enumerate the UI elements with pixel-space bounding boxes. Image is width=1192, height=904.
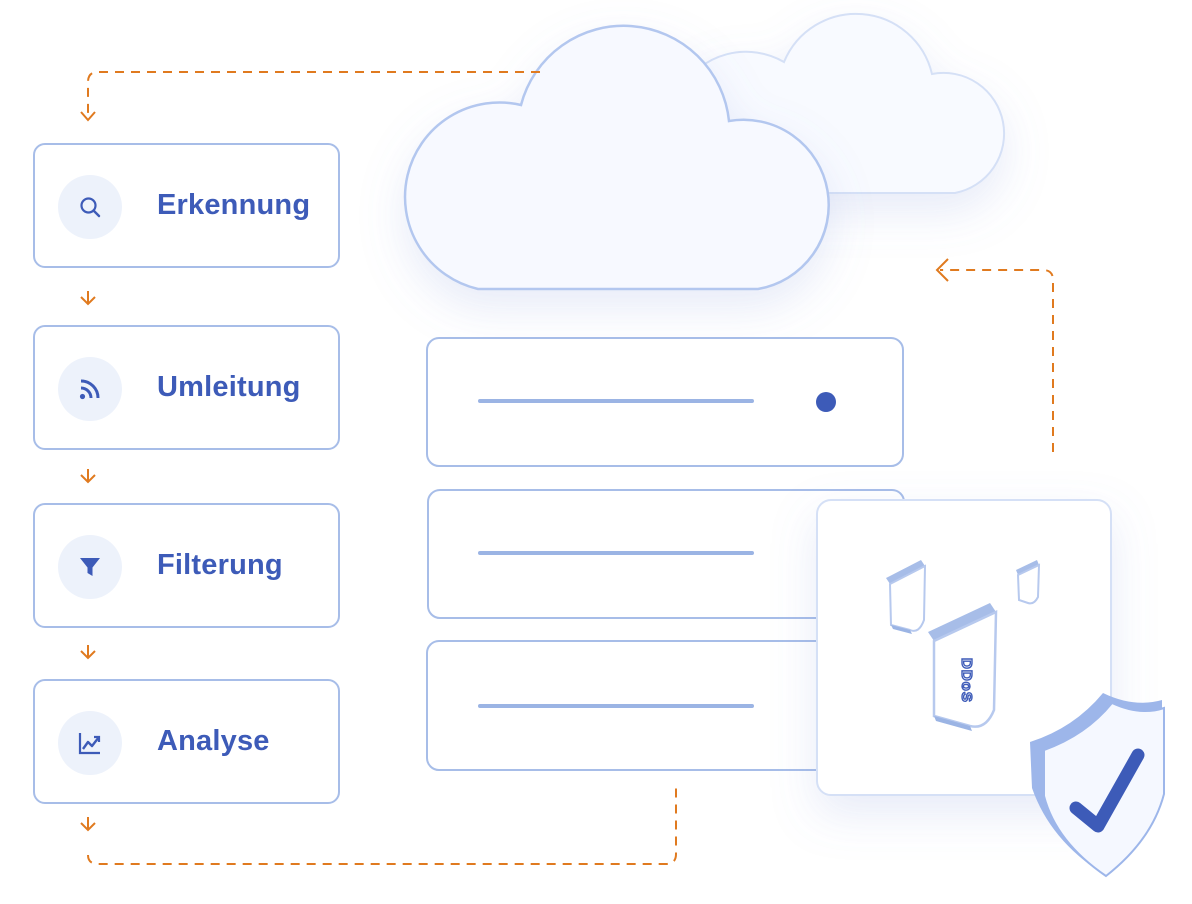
server-rack — [426, 337, 905, 771]
rss-icon — [58, 357, 122, 421]
filter-icon — [58, 535, 122, 599]
arrow-head-right — [935, 258, 949, 282]
step-card-filterung: Filterung — [33, 503, 340, 628]
ddos-projectile-icon: DDoS — [928, 603, 998, 731]
step-arrows — [80, 291, 96, 832]
step-card-erkennung: Erkennung — [33, 143, 340, 268]
step-card-umleitung: Umleitung — [33, 325, 340, 450]
search-icon — [58, 175, 122, 239]
arrow-head-top — [80, 111, 96, 122]
flow-arrow-right — [940, 269, 1054, 452]
flow-arrow-top — [87, 71, 540, 120]
step-label-erkennung: Erkennung — [157, 189, 311, 221]
step-label-filterung: Filterung — [157, 549, 283, 581]
cloud-front — [403, 24, 830, 291]
shield-check-icon — [1030, 693, 1165, 878]
projectile-icon — [886, 560, 927, 634]
step-label-analyse: Analyse — [157, 725, 270, 757]
projectile-icon — [1016, 560, 1041, 605]
chart-line-icon — [58, 711, 122, 775]
server-status-dot — [816, 392, 836, 412]
ddos-label: DDoS — [958, 658, 975, 703]
step-card-analyse: Analyse — [33, 679, 340, 804]
step-label-umleitung: Umleitung — [157, 371, 301, 403]
flow-arrow-bottom — [87, 786, 677, 865]
